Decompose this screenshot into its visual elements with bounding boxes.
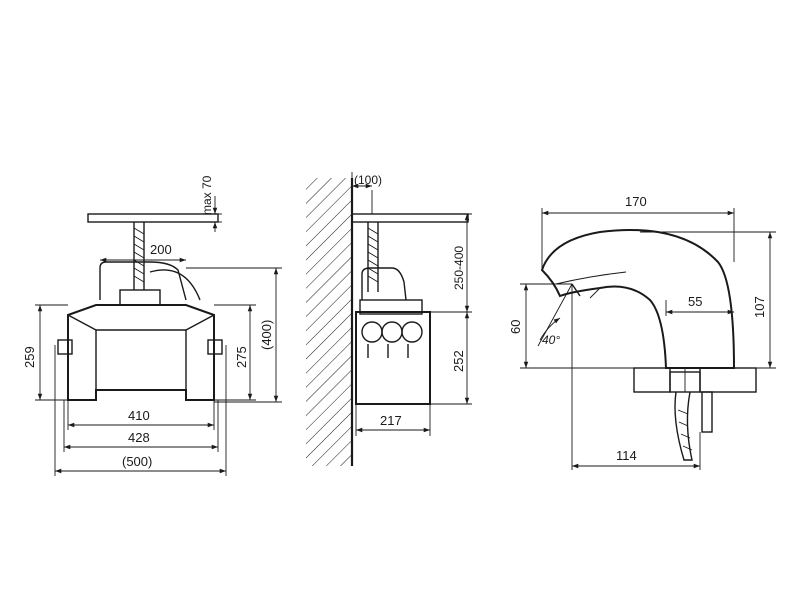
dim-252: 252 — [451, 350, 466, 372]
dim-259: 259 — [22, 346, 37, 368]
dim-max-70: max 70 — [200, 175, 214, 215]
dim-170: 170 — [625, 194, 647, 209]
control-box-front — [95, 329, 187, 391]
side-control-box — [355, 311, 431, 405]
clamp-left — [57, 339, 73, 355]
wall — [306, 178, 352, 466]
dim-250-400: 250-400 — [452, 246, 466, 290]
dim-500: (500) — [122, 454, 152, 469]
dim-114: 114 — [616, 448, 637, 463]
angle-40: 40° — [542, 333, 560, 347]
side-valves — [359, 299, 423, 358]
ceiling-slab — [87, 213, 219, 223]
dim-107: 107 — [752, 296, 767, 318]
side-view: (100) 250-400 252 217 — [306, 172, 472, 466]
dim-400: (400) — [259, 320, 274, 350]
counter-left — [633, 367, 671, 393]
side-ceiling-slab — [351, 213, 469, 223]
dim-428: 428 — [128, 430, 150, 445]
connector — [701, 391, 713, 433]
faucet-view: 170 107 60 55 40° 114 — [508, 194, 776, 470]
flexible-hose — [133, 222, 145, 290]
side-hose — [367, 222, 379, 292]
dim-200: 200 — [150, 242, 172, 257]
dim-410: 410 — [128, 408, 150, 423]
faucet-spout — [540, 229, 736, 369]
dim-55: 55 — [688, 294, 702, 309]
dim-60: 60 — [508, 320, 523, 334]
faucet-hose — [674, 391, 693, 461]
dim-275: 275 — [234, 346, 249, 368]
clamp-right — [207, 339, 223, 355]
dim-100: (100) — [354, 173, 382, 187]
supply-pipe-right — [149, 269, 201, 301]
control-box — [67, 304, 215, 401]
dim-217: 217 — [380, 413, 402, 428]
front-view: max 70 200 259 275 (400) 410 428 (5 — [22, 175, 282, 476]
counter-right — [699, 367, 757, 393]
